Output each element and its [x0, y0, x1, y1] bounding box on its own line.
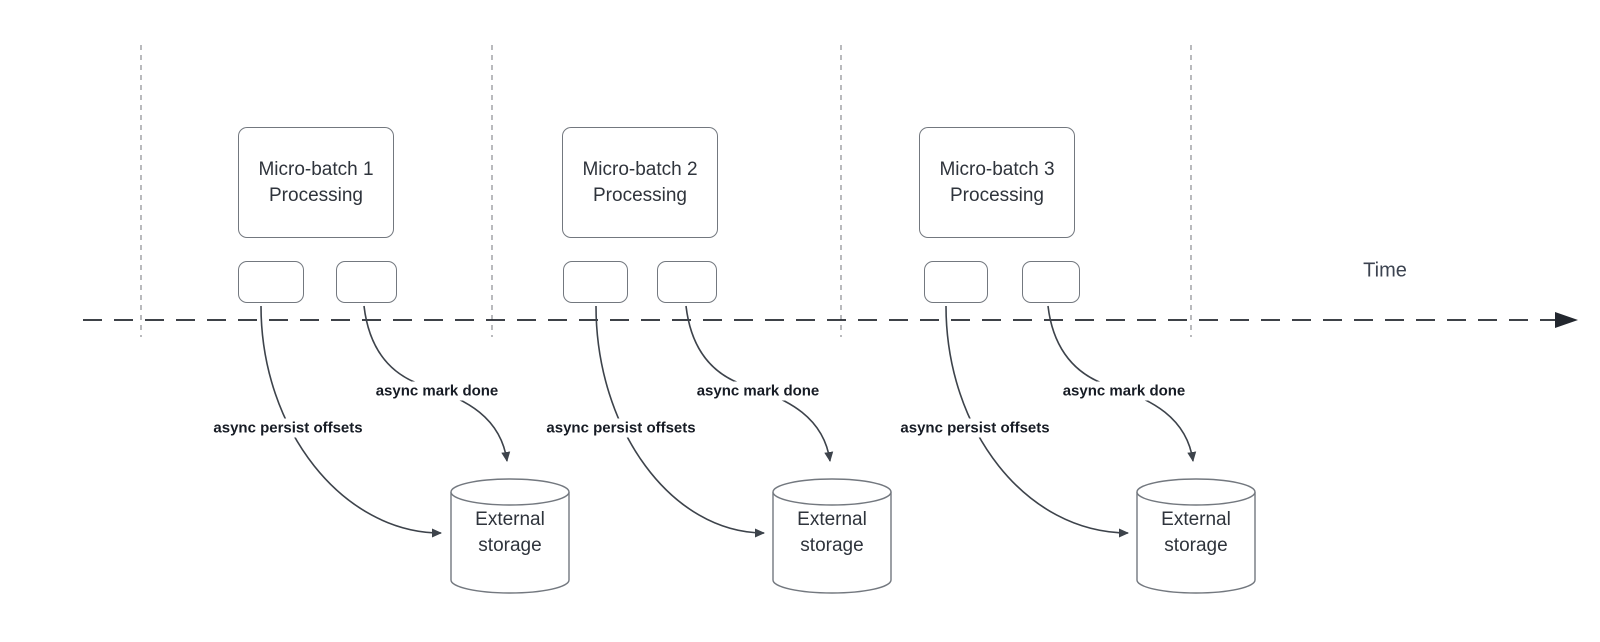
- microbatch-title-line1: Micro-batch 3: [939, 158, 1055, 180]
- persist-offsets-chip: [238, 261, 304, 303]
- storage-label-line2: storage: [478, 535, 542, 556]
- persist-offsets-arrow: [260, 305, 442, 538]
- persist-offsets-label: async persist offsets: [210, 418, 366, 438]
- storage-label-line2: storage: [800, 535, 864, 556]
- persist-offsets-label: async persist offsets: [543, 418, 699, 438]
- time-axis-label: Time: [1363, 259, 1407, 282]
- external-storage-label: External storage: [475, 507, 545, 559]
- timeline-arrowhead: [1555, 312, 1578, 328]
- microbatch-title-line2: Processing: [269, 184, 363, 206]
- persist-offsets-arrow: [595, 305, 765, 538]
- microbatch-title-line2: Processing: [593, 184, 687, 206]
- storage-label-line2: storage: [1164, 535, 1228, 556]
- microbatch-title-line1: Micro-batch 2: [582, 158, 698, 180]
- microbatch-3-processing-box: Micro-batch 3 Processing: [919, 127, 1075, 238]
- external-storage-cylinder: [772, 478, 892, 594]
- microbatch-title-line2: Processing: [950, 184, 1044, 206]
- persist-offsets-arrow: [945, 305, 1129, 538]
- external-storage-cylinder: [450, 478, 570, 594]
- external-storage-label: External storage: [1161, 507, 1231, 559]
- mark-done-chip: [1022, 261, 1080, 303]
- persist-offsets-label: async persist offsets: [897, 418, 1053, 438]
- persist-offsets-chip: [563, 261, 628, 303]
- storage-label-line1: External: [797, 509, 867, 530]
- persist-offsets-chip: [924, 261, 988, 303]
- mark-done-chip: [657, 261, 717, 303]
- external-storage-cylinder: [1136, 478, 1256, 594]
- storage-label-line1: External: [475, 509, 545, 530]
- mark-done-label: async mark done: [693, 381, 823, 401]
- microbatch-title-line1: Micro-batch 1: [258, 158, 374, 180]
- mark-done-label: async mark done: [1059, 381, 1189, 401]
- microbatch-2-processing-box: Micro-batch 2 Processing: [562, 127, 718, 238]
- storage-label-line1: External: [1161, 509, 1231, 530]
- mark-done-label: async mark done: [372, 381, 502, 401]
- microbatch-1-processing-box: Micro-batch 1 Processing: [238, 127, 394, 238]
- external-storage-label: External storage: [797, 507, 867, 559]
- mark-done-chip: [336, 261, 397, 303]
